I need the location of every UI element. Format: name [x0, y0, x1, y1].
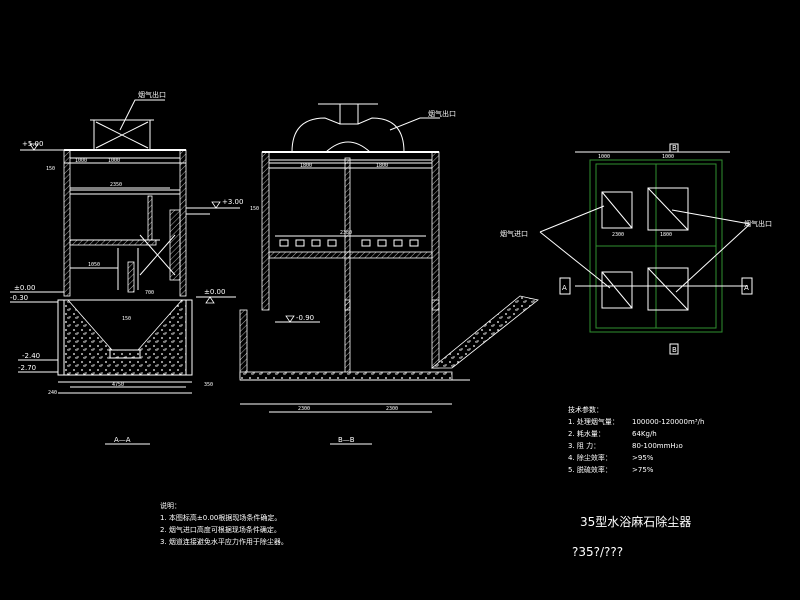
tech-row-2-v: 80-100mmH₂o [632, 442, 683, 450]
tech-row-0-k: 1. 处理烟气量： [568, 417, 619, 426]
notes-line-1: 2. 烟气进口高度可根据现场条件确定。 [160, 525, 281, 534]
dim-a-0: 1000 [75, 158, 87, 164]
notes-line-0: 1. 本图标高±0.00根据现场条件确定。 [160, 513, 281, 522]
dim-b-4: 150 [250, 206, 259, 212]
dim-a-3: 2350 [110, 182, 122, 188]
dims-b: 1800 1800 2300 2300 150 2380 [250, 163, 398, 412]
dims-plan: 1000 1000 2300 1800 [598, 154, 674, 238]
elev-a-zero-left: ±0.00 [14, 284, 35, 292]
tech-row-1-k: 2. 耗水量： [568, 429, 605, 438]
title-block: 35型水浴麻石除尘器 ?35?/??? [572, 514, 691, 559]
plan-view: 烟气进口 烟气出口 B B A A 1000 1000 2300 1800 [500, 143, 772, 355]
leader-outlet-a [119, 99, 165, 131]
tech-row-1-v: 64Kg/h [632, 430, 657, 438]
dim-a-12: 240 [48, 390, 57, 396]
plan-marker-b-top: B [672, 144, 677, 152]
dim-b-5: 2380 [340, 230, 352, 236]
section-a-a: 烟气出口 [10, 90, 243, 445]
dim-a-10: 350 [204, 382, 213, 388]
inlet-ramp-b [430, 295, 539, 369]
dim-a-8: 150 [122, 316, 131, 322]
tech-row-0-v: 100000-120000m³/h [632, 418, 704, 426]
dim-a-9: 4750 [112, 382, 124, 388]
drawing-title: 35型水浴麻石除尘器 [580, 514, 691, 529]
tech-params: 技术参数： 1. 处理烟气量： 100000-120000m³/h 2. 耗水量… [568, 405, 704, 474]
nozzle-row-b [279, 239, 419, 247]
dim-b-0: 1800 [300, 163, 312, 169]
dim-b-7: 2300 [386, 406, 398, 412]
elev-b-090: -0.90 [296, 314, 314, 322]
tech-row-4-v: >75% [632, 466, 654, 474]
wall-left-a [63, 149, 71, 297]
wall-right-b [431, 151, 440, 311]
dim-a-4: 1050 [88, 262, 100, 268]
dim-b-2: 1800 [376, 163, 388, 169]
section-b-b: 烟气出口 -0.90 [239, 103, 539, 445]
elev-a-zero-right: ±0.00 [204, 288, 225, 296]
elev-a-270: -2.70 [18, 364, 36, 372]
dim-a-5: 150 [46, 166, 55, 172]
dim-plan-4: 2300 [612, 232, 624, 238]
elev-a-top: +5.00 [22, 140, 43, 148]
tech-heading: 技术参数： [568, 405, 603, 414]
notes-line-2: 3. 烟道连接避免水平应力作用于除尘器。 [160, 537, 288, 546]
notes: 说明： 1. 本图标高±0.00根据现场条件确定。 2. 烟气进口高度可根据现场… [160, 501, 288, 546]
elev-a-240: -2.40 [22, 352, 40, 360]
dim-a-1: 1000 [108, 158, 120, 164]
flue-outlet-label-a: 烟气出口 [138, 90, 166, 99]
dim-b-1: 2300 [298, 406, 310, 412]
plan-marker-a-left: A [562, 284, 567, 292]
tech-row-4-k: 5. 脱硫效率： [568, 465, 612, 474]
flue-outlet-label-plan: 烟气出口 [744, 219, 772, 228]
drawing-code: ?35?/??? [572, 545, 623, 559]
flue-inlet-label-plan: 烟气进口 [500, 229, 528, 238]
dim-plan-1: 1000 [598, 154, 610, 160]
wall-left-b [261, 151, 270, 311]
outlet-hood-b [291, 117, 405, 153]
elev-a-mid: +3.00 [222, 198, 243, 206]
tech-row-3-v: >95% [632, 454, 654, 462]
plan-marker-b-bottom: B [672, 346, 677, 354]
elevations-a: +5.00 +3.00 ±0.00 -0.30 ±0.00 -2.40 -2.7… [10, 140, 243, 373]
plan-marker-a-right: A [744, 284, 749, 292]
flue-outlet-label-b: 烟气出口 [428, 109, 456, 118]
tech-row-3-k: 4. 除尘效率： [568, 453, 612, 462]
notes-heading: 说明： [160, 501, 181, 510]
dim-plan-5: 1800 [660, 232, 672, 238]
dim-plan-2: 1000 [662, 154, 674, 160]
dims-a: 1000 1000 2350 1050 150 700 150 4750 350… [46, 158, 213, 396]
dim-a-6: 700 [145, 290, 154, 296]
section-title-a: A—A [114, 436, 131, 444]
elev-a-030: -0.30 [10, 294, 28, 302]
section-title-b: B—B [338, 436, 355, 444]
tech-row-2-k: 3. 阻 力： [568, 441, 600, 450]
wall-right-a [179, 149, 187, 297]
